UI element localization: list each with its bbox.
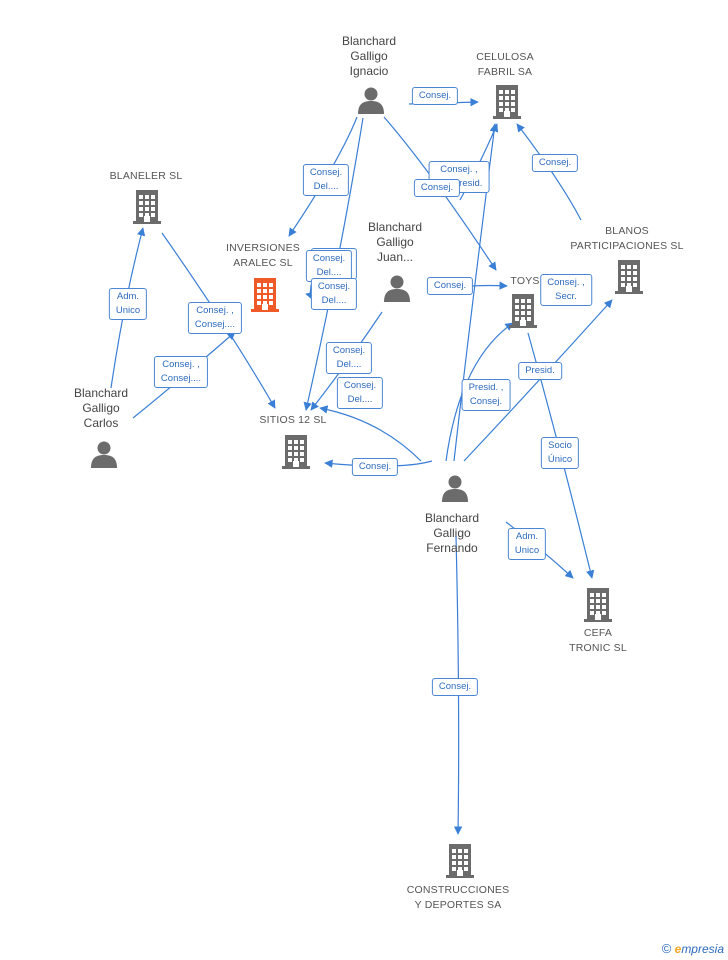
node-label-bgc[interactable]: Blanchard Galligo Carlos [73, 386, 129, 430]
edge-line-e13 [319, 405, 422, 462]
person-icon[interactable] [383, 274, 411, 307]
edge-label-e16[interactable]: Presid. , Consej. [461, 379, 511, 411]
node-label-blaneler[interactable]: BLANELER SL [109, 170, 183, 182]
edge-line-e6 [516, 123, 582, 221]
edge-label-e5[interactable]: Consej. [413, 179, 461, 197]
node-label-sitios[interactable]: SITIOS 12 SL [259, 414, 327, 426]
node-label-construcciones[interactable]: CONSTRUCCIONES Y DEPORTES SA [406, 884, 510, 911]
node-label-inversiones[interactable]: INVERSIONES ARALEC SL [226, 242, 300, 269]
node-label-blanos[interactable]: BLANOS PARTICIPACIONES SL [570, 225, 684, 252]
building-icon[interactable] [282, 435, 310, 474]
building-icon[interactable] [133, 190, 161, 229]
node-label-bgf[interactable]: Blanchard Galligo Fernando [424, 511, 480, 555]
edge-label-e15[interactable]: Consej. , Secr. [540, 274, 592, 306]
node-label-toys[interactable]: TOYS [510, 275, 540, 287]
edge-label-e11[interactable]: Consej. Del.... [310, 278, 358, 310]
edge-label-e17[interactable]: Presid. [518, 362, 562, 380]
edge-label-e2[interactable]: Consej. Del.... [302, 164, 350, 196]
edge-line-e17 [463, 299, 613, 462]
empresia-logo: © empresia [661, 941, 724, 956]
person-icon[interactable] [90, 440, 118, 473]
node-label-celulosa[interactable]: CELULOSA FABRIL SA [476, 51, 534, 78]
building-icon[interactable] [493, 85, 521, 124]
edge-line-e15 [445, 322, 514, 462]
building-icon[interactable] [446, 844, 474, 883]
building-icon[interactable] [615, 260, 643, 299]
edge-label-e14[interactable]: Consej. [351, 458, 399, 476]
node-label-cefa[interactable]: CEFA TRONIC SL [569, 627, 627, 654]
edge-label-e18[interactable]: Socio Único [540, 437, 580, 469]
edge-label-e1[interactable]: Consej. [411, 87, 459, 105]
edge-label-e13[interactable]: Consej. Del.... [336, 377, 384, 409]
edge-label-e10[interactable]: Consej. Del.... [305, 250, 353, 282]
edge-label-e9[interactable]: Consej. , Consej.... [153, 356, 209, 388]
edge-label-e19[interactable]: Adm. Unico [507, 528, 547, 560]
node-label-bgj[interactable]: Blanchard Galligo Juan... [367, 220, 423, 264]
edge-label-e7[interactable]: Adm. Unico [108, 288, 148, 320]
building-icon[interactable] [584, 588, 612, 627]
edge-label-e6[interactable]: Consej. [531, 154, 579, 172]
edge-label-e20[interactable]: Consej. [431, 678, 479, 696]
person-icon[interactable] [441, 474, 469, 507]
building-icon[interactable] [509, 294, 537, 333]
edge-label-e8[interactable]: Consej. , Consej.... [187, 302, 243, 334]
edge-label-e21[interactable]: Consej. [426, 277, 474, 295]
person-icon[interactable] [357, 86, 385, 119]
building-icon[interactable] [251, 278, 279, 317]
node-label-bgi[interactable]: Blanchard Galligo Ignacio [341, 34, 397, 78]
edge-label-e12[interactable]: Consej. Del.... [325, 342, 373, 374]
